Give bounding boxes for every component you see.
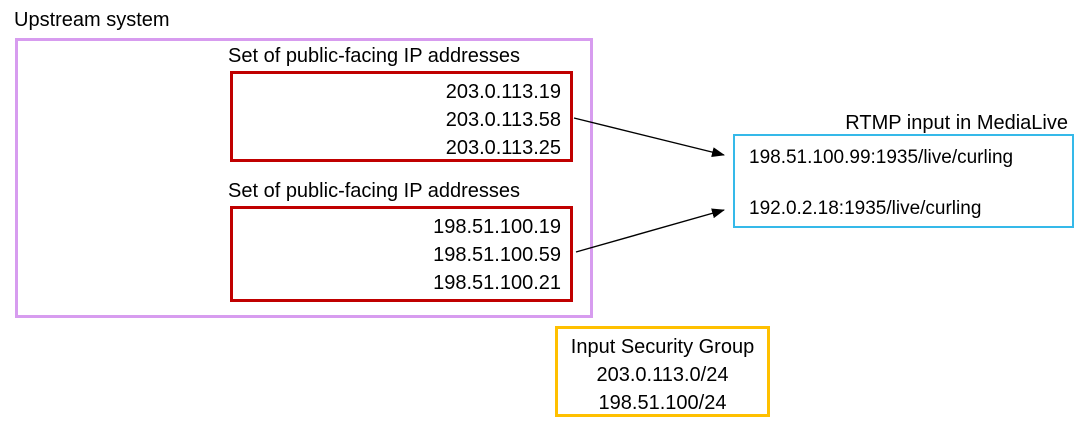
- ip-set-1-label: Set of public-facing IP addresses: [228, 45, 521, 67]
- ip-address: 203.0.113.58: [445, 109, 561, 131]
- ip-set-2-label: Set of public-facing IP addresses: [228, 180, 521, 202]
- ip-address: 203.0.113.25: [445, 137, 561, 159]
- ip-set-2-box: 198.51.100.19 198.51.100.59 198.51.100.2…: [230, 206, 573, 302]
- upstream-system-box: [15, 38, 593, 318]
- ip-set-1-box: 203.0.113.19 203.0.113.58 203.0.113.25: [230, 71, 573, 162]
- ip-address: 203.0.113.19: [445, 81, 561, 103]
- arrow-ip-set-2-to-medialive: [575, 208, 725, 253]
- arrow-ip-set-1-to-medialive: [573, 117, 725, 157]
- input-security-group-box: Input Security Group 203.0.113.0/24 198.…: [555, 326, 770, 417]
- rtmp-endpoint: 192.0.2.18:1935/live/curling: [749, 198, 982, 219]
- ip-address: 198.51.100.19: [433, 216, 561, 238]
- ip-address: 198.51.100.59: [433, 244, 561, 266]
- input-security-group-title: Input Security Group: [570, 336, 755, 358]
- medialive-input-box: 198.51.100.99:1935/live/curling 192.0.2.…: [733, 134, 1074, 228]
- upstream-system-title: Upstream system: [14, 9, 170, 31]
- medialive-input-title: RTMP input in MediaLive: [845, 112, 1068, 134]
- rtmp-endpoint: 198.51.100.99:1935/live/curling: [749, 147, 1014, 168]
- security-group-cidr: 203.0.113.0/24: [596, 364, 729, 386]
- ip-address: 198.51.100.21: [433, 272, 561, 294]
- security-group-cidr: 198.51.100/24: [598, 392, 727, 414]
